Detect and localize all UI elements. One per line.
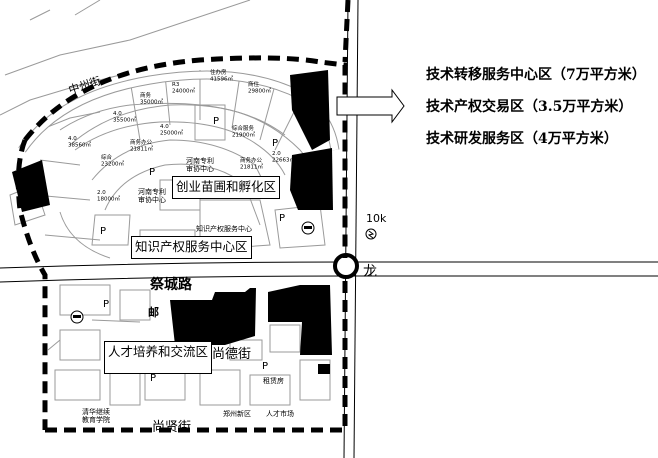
facility-label-rent-house: 租赁房 [263, 376, 284, 385]
post-office-label: 邮 [148, 305, 159, 319]
parking-label: P [100, 226, 106, 237]
transit-icon [301, 221, 315, 235]
legend-line-2: 技术产权交易区（3.5万平方米） [426, 99, 633, 115]
facility-label-zhengzhou-new-district: 郑州新区 [223, 409, 251, 418]
legend-line-1: 技术转移服务中心区（7万平方米） [426, 67, 646, 83]
parking-label: P [213, 116, 219, 127]
parking-label: P [103, 299, 109, 310]
road-label-shangde: 尚德街 [212, 347, 251, 362]
road-label-east: 龙 [363, 264, 377, 280]
parking-label: P [262, 361, 268, 372]
zone-incubator: 创业苗圃和孵化区 [172, 176, 281, 199]
roundabout [333, 253, 359, 279]
parking-label: P [149, 167, 155, 178]
parking-label: P [150, 373, 156, 384]
site-boundary [15, 0, 351, 433]
transit-icon [70, 310, 84, 324]
parking-label: P [272, 138, 278, 149]
parking-label: P [279, 213, 285, 224]
legend-line-3: 技术研发服务区（4万平方米） [426, 131, 618, 147]
map-symbols [70, 221, 377, 324]
facility-label-talent-market: 人才市场 [266, 409, 294, 418]
road-label-jicheng: 祭城路 [149, 276, 193, 293]
zone-talent: 人才培养和交流区 [104, 341, 213, 374]
facility-labels: 河南专利审协中心 河南专利审协中心 知识产权服务中心 清华继续教育学院 郑州新区… [82, 156, 294, 424]
zone-ip-center: 知识产权服务中心区 [131, 236, 252, 259]
solid-buildings [12, 70, 333, 374]
facility-label-tsinghua: 清华继续教育学院 [82, 407, 110, 424]
road-label-shangxian: 尚贤街 [152, 420, 191, 435]
facility-label-ip-gate: 知识产权服务中心 [196, 224, 252, 233]
power-station-icon [365, 228, 377, 240]
jicheng-road [0, 261, 658, 283]
facility-label-patent-1: 河南专利审协中心 [186, 156, 214, 173]
facility-label-patent-2: 河南专利审协中心 [138, 187, 166, 204]
power-station-label: 10k [366, 212, 387, 225]
legend-arrow [336, 88, 405, 124]
